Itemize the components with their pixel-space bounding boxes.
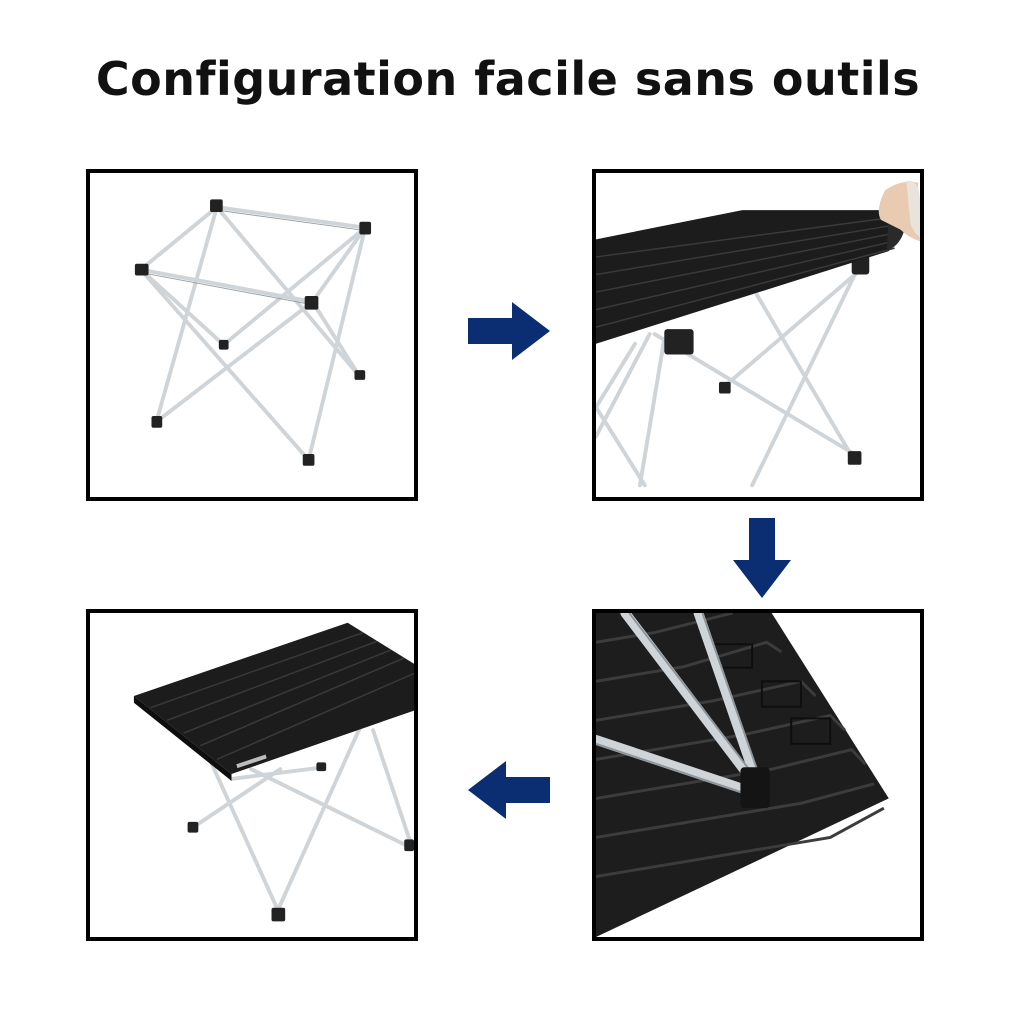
underside-closeup-image bbox=[596, 613, 889, 937]
assembled-table-image bbox=[133, 622, 414, 922]
arrow-right-icon bbox=[468, 302, 550, 360]
step-3-underside-panel bbox=[592, 609, 924, 941]
step-4-assembled-panel bbox=[86, 609, 418, 941]
page-title: Configuration facile sans outils bbox=[95, 52, 921, 106]
arrow-left-icon bbox=[468, 761, 550, 819]
step-1-frame-panel bbox=[86, 169, 418, 501]
step-2-tabletop-panel bbox=[592, 169, 924, 501]
tabletop-rolling-image bbox=[596, 180, 920, 488]
arrow-down-icon bbox=[733, 518, 791, 598]
folding-frame-image bbox=[134, 199, 372, 466]
